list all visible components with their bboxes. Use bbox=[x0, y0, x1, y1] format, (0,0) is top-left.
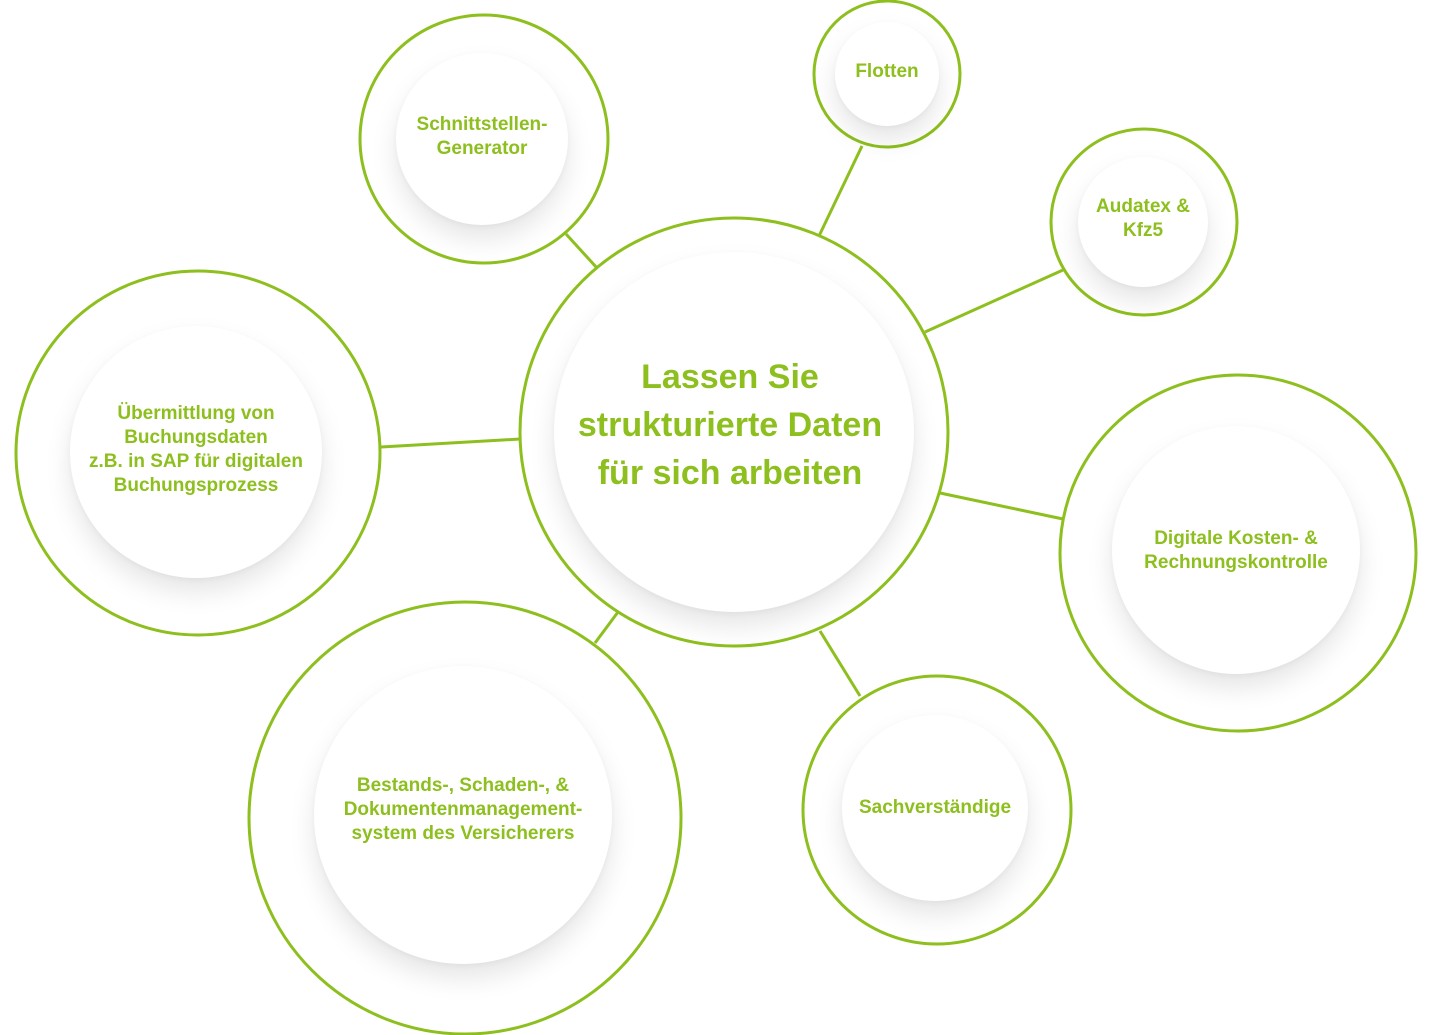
node-label: Bestands-, Schaden-, & Dokumentenmanagem… bbox=[343, 775, 583, 844]
uebermittlung-outer-ring bbox=[14, 269, 382, 637]
node-label: Flotten bbox=[855, 61, 919, 82]
schnittstellen-outer-ring bbox=[358, 13, 610, 265]
node-bestands: Bestands-, Schaden-, & Dokumentenmanagem… bbox=[314, 666, 612, 964]
node-flotten: Flotten bbox=[835, 22, 939, 126]
center-outer-ring bbox=[518, 216, 950, 648]
node-digitale: Digitale Kosten- & Rechnungskontrolle bbox=[1112, 426, 1360, 674]
link-flotten bbox=[817, 145, 864, 237]
node-label: Sachverständige bbox=[858, 797, 1012, 818]
bestands-outer-ring bbox=[247, 600, 683, 1035]
node-label: Schnittstellen- Generator bbox=[416, 114, 548, 159]
node-label: Audatex & Kfz5 bbox=[1096, 196, 1190, 241]
node-label: Digitale Kosten- & Rechnungskontrolle bbox=[1144, 528, 1328, 573]
center-title: Lassen Sie strukturierte Daten für sich … bbox=[577, 358, 883, 492]
node-uebermittlung: Übermittlung von Buchungsdaten z.B. in S… bbox=[70, 326, 322, 578]
flotten-outer-ring bbox=[812, 0, 962, 149]
center-node: Lassen Sie strukturierte Daten für sich … bbox=[554, 252, 914, 612]
link-audatex bbox=[924, 268, 1064, 334]
link-schnittstellen bbox=[564, 232, 599, 270]
node-audatex: Audatex & Kfz5 bbox=[1078, 157, 1208, 287]
link-digitale bbox=[939, 491, 1064, 521]
link-sachverstaendige bbox=[818, 630, 862, 697]
node-schnittstellen: Schnittstellen- Generator bbox=[396, 53, 568, 225]
digitale-outer-ring bbox=[1058, 373, 1418, 733]
audatex-outer-ring bbox=[1049, 127, 1239, 317]
node-sachverstaendige: Sachverständige bbox=[842, 715, 1028, 901]
link-uebermittlung bbox=[380, 437, 521, 449]
sachverstaendige-outer-ring bbox=[801, 674, 1073, 946]
link-bestands bbox=[593, 611, 620, 644]
node-label: Übermittlung von Buchungsdaten z.B. in S… bbox=[89, 402, 303, 496]
